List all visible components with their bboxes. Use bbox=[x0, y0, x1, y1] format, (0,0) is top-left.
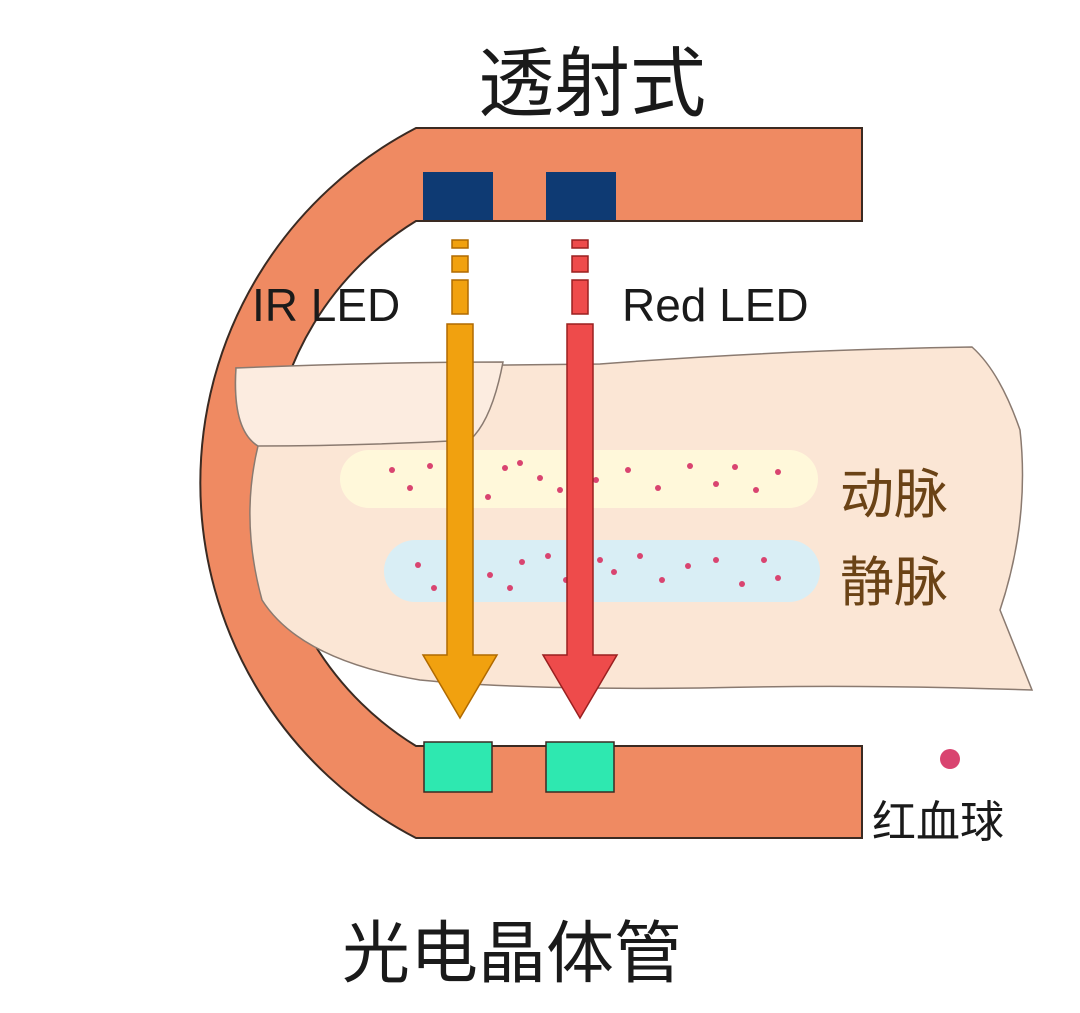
ir-led-label: IR LED bbox=[252, 279, 401, 331]
blood-cell-dot bbox=[502, 465, 508, 471]
blood-cell-dot bbox=[407, 485, 413, 491]
artery-label: 动脉 bbox=[840, 463, 948, 526]
blood-cell-dot bbox=[732, 464, 738, 470]
blood-cell-dot bbox=[519, 559, 525, 565]
red-photodetector bbox=[545, 741, 615, 793]
red-led-label: Red LED bbox=[622, 279, 809, 331]
blood-cell-dot bbox=[485, 494, 491, 500]
blood-cell-dot bbox=[427, 463, 433, 469]
blood-cell-dot bbox=[611, 569, 617, 575]
vein-label: 静脉 bbox=[840, 551, 948, 614]
blood-cell-dot bbox=[753, 487, 759, 493]
blood-cell-dot bbox=[537, 475, 543, 481]
blood-cell-dot bbox=[775, 575, 781, 581]
blood-cell-dot bbox=[625, 467, 631, 473]
diagram-title: 透射式 bbox=[478, 39, 706, 128]
red-led-emitter bbox=[546, 172, 616, 220]
blood-cell-dot bbox=[545, 553, 551, 559]
red-blood-cell-label: 红血球 bbox=[872, 797, 1004, 848]
blood-cell-dot bbox=[685, 563, 691, 569]
blood-cell-dot bbox=[739, 581, 745, 587]
blood-cell-dot bbox=[389, 467, 395, 473]
blood-cell-dot bbox=[593, 477, 599, 483]
blood-cell-dot bbox=[597, 557, 603, 563]
blood-cell-dot bbox=[507, 585, 513, 591]
blood-cell-dot bbox=[487, 572, 493, 578]
blood-cell-dot bbox=[659, 577, 665, 583]
blood-cell-dot bbox=[517, 460, 523, 466]
ir-photodetector bbox=[423, 741, 493, 793]
red-blood-cells bbox=[389, 460, 781, 591]
blood-cell-dot bbox=[557, 487, 563, 493]
blood-cell-dot bbox=[713, 481, 719, 487]
blood-cell-dot bbox=[775, 469, 781, 475]
blood-cell-dot bbox=[687, 463, 693, 469]
blood-cell-dot bbox=[431, 585, 437, 591]
red-blood-cell-legend-dot bbox=[940, 749, 960, 769]
vein-band bbox=[384, 540, 820, 602]
blood-cell-dot bbox=[637, 553, 643, 559]
phototransistor-label: 光电晶体管 bbox=[341, 915, 682, 994]
blood-cell-dot bbox=[761, 557, 767, 563]
blood-cell-dot bbox=[415, 562, 421, 568]
ir-light-beam bbox=[421, 239, 499, 720]
red-light-beam bbox=[541, 239, 619, 720]
blood-cell-dot bbox=[713, 557, 719, 563]
blood-cell-dot bbox=[655, 485, 661, 491]
ir-led-emitter bbox=[423, 172, 493, 220]
